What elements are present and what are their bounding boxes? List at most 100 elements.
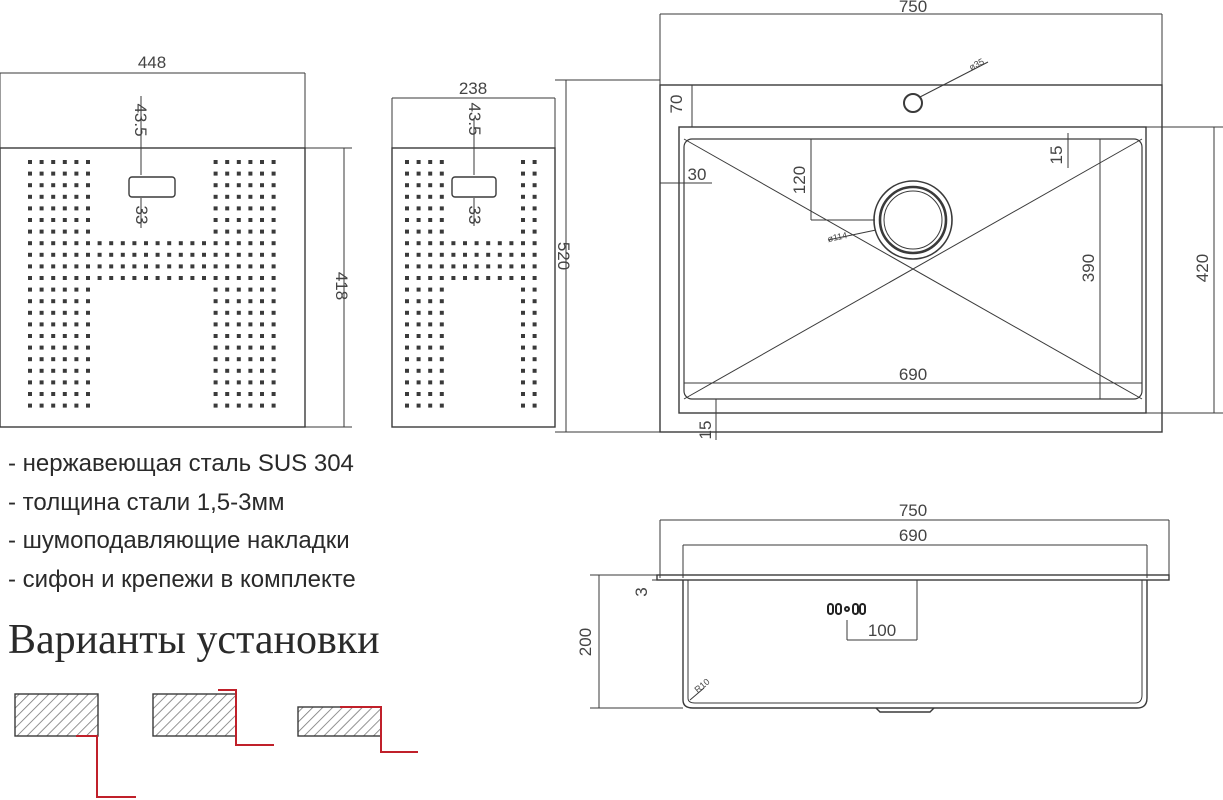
grid-hole bbox=[428, 368, 433, 373]
grid-hole bbox=[521, 357, 525, 362]
grid-hole bbox=[144, 276, 148, 280]
grid-hole bbox=[62, 403, 67, 408]
grid-hole bbox=[86, 287, 90, 292]
grid-hole bbox=[439, 160, 444, 164]
grid-hole bbox=[62, 218, 67, 222]
grid-hole bbox=[28, 276, 32, 280]
grid-hole bbox=[132, 276, 137, 280]
spec-item: - сифон и крепежи в комплекте bbox=[8, 565, 356, 593]
grid-hole bbox=[271, 334, 276, 338]
grid-hole bbox=[416, 194, 421, 199]
grid-hole bbox=[405, 322, 409, 327]
grid-hole bbox=[428, 334, 433, 338]
grid-hole bbox=[190, 241, 195, 246]
grid-hole bbox=[28, 218, 32, 222]
grid-hole bbox=[39, 368, 44, 373]
grid-hole bbox=[155, 264, 160, 269]
grid-hole bbox=[225, 241, 230, 246]
grid-hole bbox=[405, 252, 409, 257]
grid-hole bbox=[405, 229, 409, 234]
grid-hole bbox=[521, 368, 525, 373]
grid-hole bbox=[213, 252, 218, 257]
grid-hole bbox=[39, 392, 44, 396]
grid-hole bbox=[260, 322, 264, 327]
grid-hole bbox=[236, 380, 241, 385]
grid-hole bbox=[271, 194, 276, 199]
grid-hole bbox=[236, 392, 241, 396]
grid-hole bbox=[28, 368, 32, 373]
grid-hole bbox=[28, 392, 32, 396]
grid-hole bbox=[28, 241, 32, 246]
grid-hole bbox=[86, 368, 90, 373]
grid-hole bbox=[86, 392, 90, 396]
grid-hole bbox=[74, 368, 79, 373]
grid-hole bbox=[416, 264, 421, 269]
grid-hole bbox=[39, 183, 44, 188]
overflow-icon bbox=[827, 603, 866, 615]
grid-hole bbox=[474, 252, 479, 257]
grid-hole bbox=[248, 287, 253, 292]
grid-hole bbox=[236, 229, 241, 234]
grid-hole bbox=[225, 287, 230, 292]
grid-hole bbox=[416, 310, 421, 315]
grid-hole bbox=[190, 276, 195, 280]
grid-hole bbox=[213, 345, 218, 350]
grid-hole bbox=[271, 171, 276, 176]
grid-hole bbox=[51, 380, 56, 385]
grid-hole bbox=[167, 252, 172, 257]
grid-hole bbox=[451, 252, 456, 257]
grid-hole bbox=[74, 276, 79, 280]
bottom-inset-label: 15 bbox=[696, 421, 715, 440]
grid-hole bbox=[86, 194, 90, 199]
grid-hole bbox=[39, 287, 44, 292]
grid-hole bbox=[532, 322, 537, 327]
large-grid-holes bbox=[28, 160, 276, 408]
grid-hole bbox=[260, 334, 264, 338]
grid-hole bbox=[74, 334, 79, 338]
grid-hole bbox=[51, 287, 56, 292]
grid-hole bbox=[236, 171, 241, 176]
grid-hole bbox=[74, 310, 79, 315]
grid-hole bbox=[62, 160, 67, 164]
grid-hole bbox=[271, 160, 276, 164]
grid-hole bbox=[260, 252, 264, 257]
grid-hole bbox=[213, 218, 218, 222]
grid-hole bbox=[521, 380, 525, 385]
grid-hole bbox=[62, 310, 67, 315]
grid-hole bbox=[405, 299, 409, 304]
grid-hole bbox=[213, 357, 218, 362]
grid-hole bbox=[225, 334, 230, 338]
grid-hole bbox=[416, 299, 421, 304]
grid-hole bbox=[51, 310, 56, 315]
grid-hole bbox=[62, 322, 67, 327]
grid-hole bbox=[51, 252, 56, 257]
grid-hole bbox=[39, 241, 44, 246]
grid-hole bbox=[86, 264, 90, 269]
grid-hole bbox=[248, 218, 253, 222]
grid-hole bbox=[225, 264, 230, 269]
grid-hole bbox=[416, 357, 421, 362]
grid-hole bbox=[236, 334, 241, 338]
grid-hole bbox=[248, 392, 253, 396]
grid-hole bbox=[248, 322, 253, 327]
grid-hole bbox=[271, 368, 276, 373]
grid-hole bbox=[532, 218, 537, 222]
grid-hole bbox=[405, 218, 409, 222]
grid-hole bbox=[521, 252, 525, 257]
grid-hole bbox=[236, 264, 241, 269]
grid-hole bbox=[451, 276, 456, 280]
grid-hole bbox=[167, 241, 172, 246]
grid-hole bbox=[509, 252, 514, 257]
grid-hole bbox=[51, 299, 56, 304]
grid-hole bbox=[74, 171, 79, 176]
grid-hole bbox=[439, 334, 444, 338]
grid-hole bbox=[28, 194, 32, 199]
spec-list: - нержавеющая сталь SUS 304 - толщина ст… bbox=[8, 445, 356, 599]
grid-hole bbox=[521, 310, 525, 315]
grid-hole bbox=[202, 276, 206, 280]
grid-hole bbox=[405, 171, 409, 176]
grid-hole bbox=[416, 206, 421, 211]
grid-hole bbox=[509, 276, 514, 280]
grid-hole bbox=[74, 206, 79, 211]
grid-hole bbox=[62, 345, 67, 350]
